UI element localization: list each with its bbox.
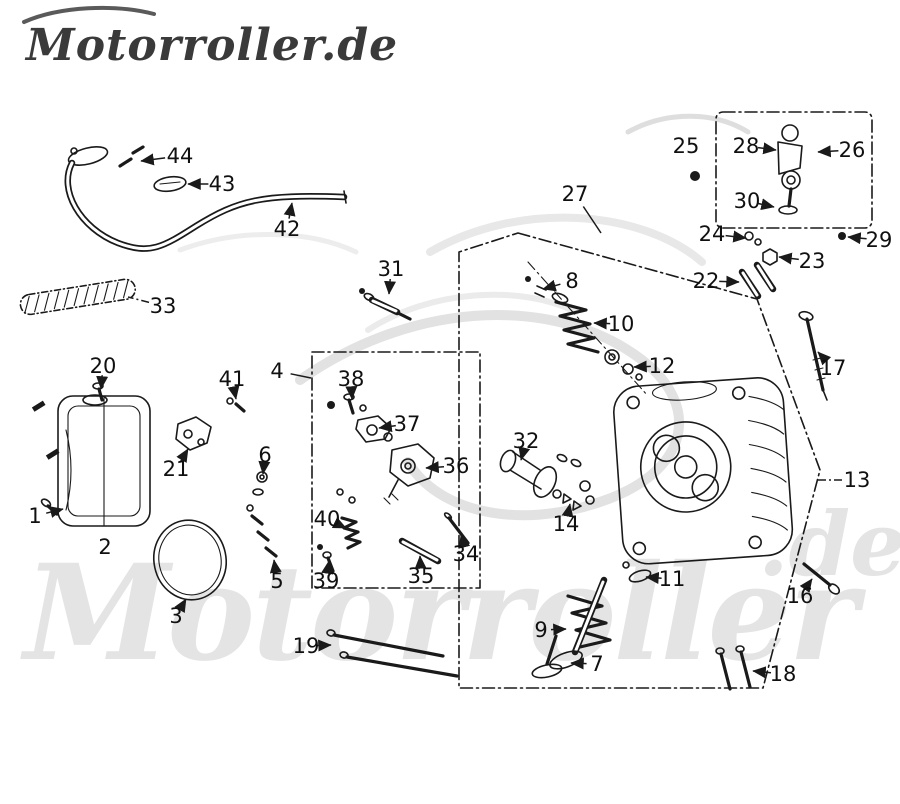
leader-line-30 (757, 198, 775, 211)
part-19-studs (326, 629, 459, 678)
part-44-clips (118, 145, 145, 168)
watermark-de-text: .de (758, 492, 900, 596)
leader-line-24 (725, 230, 747, 243)
leader-line-41 (227, 385, 240, 400)
part-2-valve-cover (57, 394, 151, 527)
part-43-bracket (153, 175, 187, 193)
leader-line-32 (518, 446, 531, 461)
part-17-bolt (798, 310, 828, 401)
leader-line-19 (315, 639, 332, 652)
leader-line-33 (127, 296, 150, 304)
leader-lines (46, 142, 867, 679)
leader-line-35 (414, 555, 427, 570)
leader-line-11 (645, 571, 662, 584)
leader-line-17 (817, 351, 832, 366)
leader-line-37 (378, 420, 396, 433)
part-21-bracket (175, 416, 212, 451)
part-27-group-outline (458, 232, 821, 689)
leader-line-44 (140, 153, 166, 166)
leader-line-31 (384, 278, 396, 295)
part-41-pin (226, 397, 246, 413)
part-42-breather-hose (64, 146, 348, 252)
watermark-text: Motorroller (24, 536, 858, 691)
leader-line-1 (46, 506, 64, 518)
part-18-studs (715, 645, 752, 691)
leader-line-39 (321, 560, 334, 575)
logo-swoosh-icon (22, 5, 156, 24)
parts-5-6-fasteners (246, 471, 278, 558)
leader-line-10 (593, 317, 611, 330)
part-33-gasket-strip (19, 278, 137, 316)
leader-line-22 (719, 275, 740, 288)
part-1-bolt (31, 400, 60, 516)
leader-line-6 (258, 460, 271, 475)
site-logo[interactable]: Motorroller.de (22, 5, 399, 71)
part-16-bolt (802, 562, 841, 595)
leader-line-28 (757, 142, 777, 155)
leader-line-36 (425, 461, 445, 474)
leader-line-8 (542, 279, 561, 292)
part-4-group-box (311, 351, 481, 589)
logo-text: Motorroller.de (26, 20, 399, 71)
leader-line-18 (752, 666, 772, 679)
part-13-cylinder-head (613, 377, 794, 565)
valve-train-upper (499, 261, 649, 511)
leader-line-40 (331, 517, 347, 529)
leader-line-27 (582, 206, 602, 234)
leader-line-9 (550, 623, 567, 636)
leader-line-14 (561, 503, 574, 518)
leader-line-7 (570, 657, 587, 670)
leader-line-4 (290, 373, 312, 379)
leader-line-23 (778, 252, 799, 265)
leader-line-26 (817, 145, 839, 158)
part-31-spark-plug (359, 288, 412, 321)
leader-line-12 (633, 360, 651, 373)
leader-line-38 (345, 385, 358, 400)
leader-line-5 (269, 559, 282, 574)
parts-22-23-24-29 (738, 231, 846, 300)
leader-line-42 (283, 202, 296, 219)
leader-line-21 (176, 448, 189, 464)
part-28-group (690, 111, 873, 229)
leader-line-20 (96, 375, 109, 390)
rocker-assembly-parts (317, 393, 470, 573)
leader-line-16 (799, 578, 813, 593)
leader-line-34 (458, 534, 471, 549)
part-3-gasket (153, 519, 227, 601)
leader-line-3 (174, 598, 187, 614)
valves-lower (531, 561, 652, 679)
leader-line-29 (847, 232, 867, 245)
